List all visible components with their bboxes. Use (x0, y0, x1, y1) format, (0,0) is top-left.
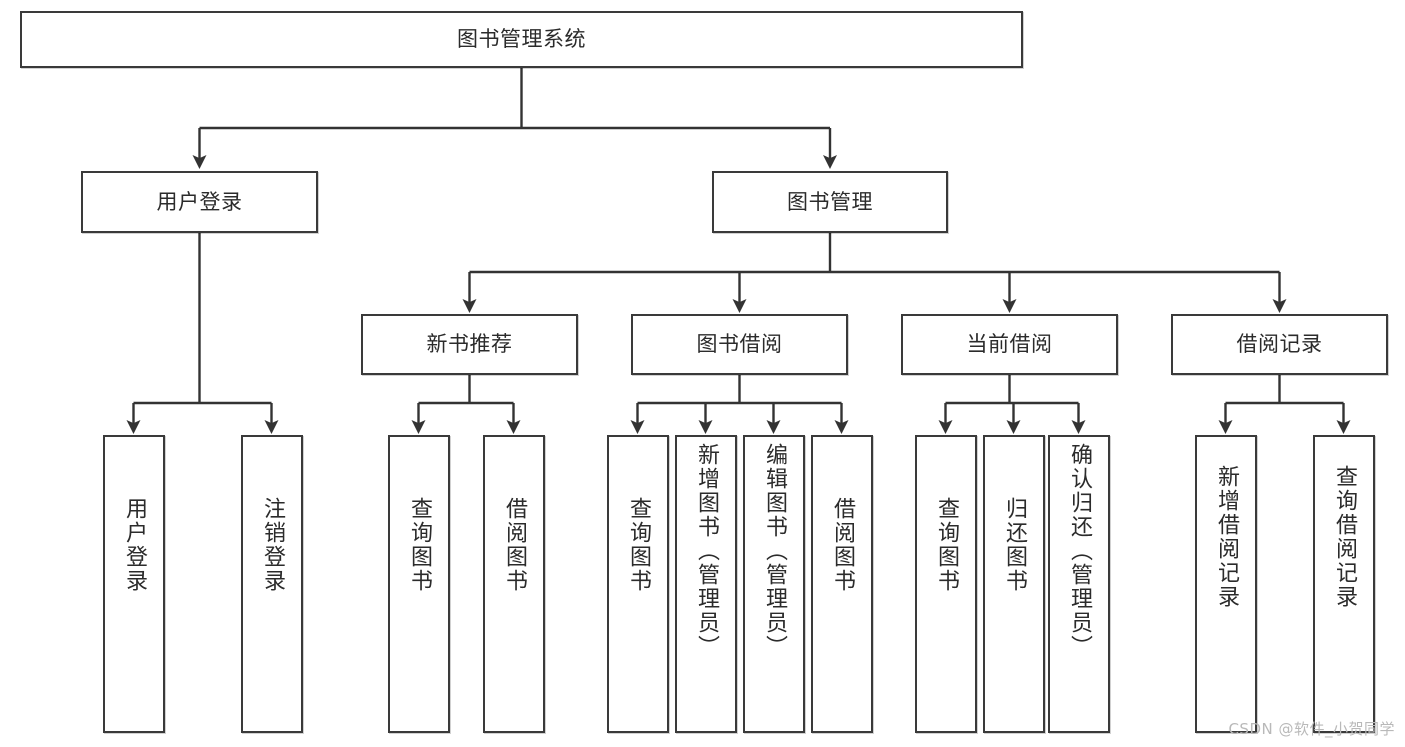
leaf-confirm-return-admin[interactable]: 确认归还（管理员） (1048, 435, 1110, 733)
leaf-query-borrow-record[interactable]: 查询借阅记录 (1313, 435, 1375, 733)
node-book-management[interactable]: 图书管理 (712, 171, 948, 233)
user-login-connectors (126, 233, 279, 434)
leaf-add-book-admin[interactable]: 新增图书（管理员） (675, 435, 737, 733)
node-current-borrow[interactable]: 当前借阅 (901, 314, 1118, 375)
node-current-borrow-label: 当前借阅 (966, 332, 1053, 356)
leaf-query-borrow-record-label: 查询借阅记录 (1331, 465, 1357, 609)
book-manage-connectors (462, 233, 1287, 313)
leaf-edit-book-admin-label: 编辑图书（管理员） (761, 443, 787, 659)
node-borrow-record[interactable]: 借阅记录 (1171, 314, 1388, 375)
leaf-query-book-borrow[interactable]: 查询图书 (607, 435, 669, 733)
node-borrow-record-label: 借阅记录 (1236, 332, 1323, 356)
node-book-borrow[interactable]: 图书借阅 (631, 314, 848, 375)
leaf-confirm-return-admin-label: 确认归还（管理员） (1066, 443, 1092, 659)
node-new-book-recommend-label: 新书推荐 (426, 332, 513, 356)
leaf-borrow-book-newbook[interactable]: 借阅图书 (483, 435, 545, 733)
leaf-return-book-label: 归还图书 (1001, 497, 1027, 593)
leaf-query-book-newbook-label: 查询图书 (406, 497, 432, 593)
leaf-return-book[interactable]: 归还图书 (983, 435, 1045, 733)
node-new-book-recommend[interactable]: 新书推荐 (361, 314, 578, 375)
node-user-login[interactable]: 用户登录 (81, 171, 318, 233)
leaf-borrow-book-newbook-label: 借阅图书 (501, 497, 527, 593)
node-root[interactable]: 图书管理系统 (20, 11, 1023, 68)
node-book-borrow-label: 图书借阅 (696, 332, 783, 356)
borrow-connectors (630, 375, 849, 434)
node-root-label: 图书管理系统 (457, 27, 586, 51)
leaf-user-login[interactable]: 用户登录 (103, 435, 165, 733)
leaf-logout[interactable]: 注销登录 (241, 435, 303, 733)
leaf-add-borrow-record[interactable]: 新增借阅记录 (1195, 435, 1257, 733)
leaf-borrow-book-borrow-label: 借阅图书 (829, 497, 855, 593)
record-connectors (1218, 375, 1351, 434)
leaf-logout-label: 注销登录 (259, 497, 285, 593)
leaf-add-book-admin-label: 新增图书（管理员） (693, 443, 719, 659)
leaf-add-borrow-record-label: 新增借阅记录 (1213, 465, 1239, 609)
leaf-query-book-current-label: 查询图书 (933, 497, 959, 593)
csdn-watermark: CSDN @软件_小贺同学 (1228, 720, 1395, 738)
root-connectors (192, 68, 837, 169)
leaf-query-book-borrow-label: 查询图书 (625, 497, 651, 593)
leaf-query-book-current[interactable]: 查询图书 (915, 435, 977, 733)
leaf-edit-book-admin[interactable]: 编辑图书（管理员） (743, 435, 805, 733)
leaf-borrow-book-borrow[interactable]: 借阅图书 (811, 435, 873, 733)
node-book-management-label: 图书管理 (787, 189, 873, 214)
leaf-user-login-label: 用户登录 (121, 497, 147, 593)
current-connectors (938, 375, 1086, 434)
leaf-query-book-newbook[interactable]: 查询图书 (388, 435, 450, 733)
newbook-connectors (411, 375, 521, 434)
node-user-login-label: 用户登录 (156, 189, 243, 214)
